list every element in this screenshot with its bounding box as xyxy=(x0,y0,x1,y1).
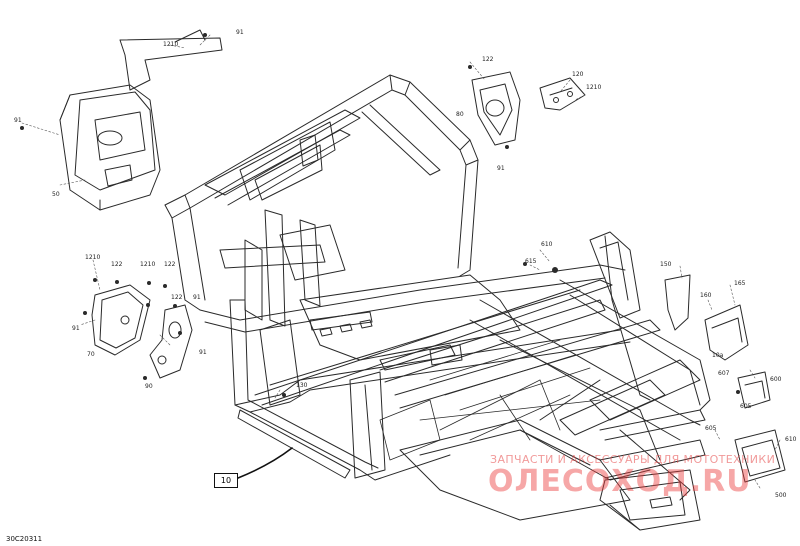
watermark-logo: ОЛЕСОХОД.RU xyxy=(488,464,752,499)
front-bumper xyxy=(399,419,706,531)
left-mount-plate xyxy=(91,284,193,379)
front-small-brackets xyxy=(734,371,786,483)
callout-label: 70 xyxy=(87,351,95,358)
cross-bracing xyxy=(379,339,601,461)
callout-label: 91 xyxy=(199,349,207,356)
side-rails xyxy=(254,279,661,479)
callout-label: 605 xyxy=(740,403,752,410)
front-frame-loop xyxy=(164,74,479,311)
callout-label: 165 xyxy=(734,280,746,287)
mid-uprights xyxy=(219,209,346,327)
callout-label: 150 xyxy=(660,261,672,268)
callout-label: 91 xyxy=(14,117,22,124)
upper-crossbars xyxy=(204,104,441,206)
front-structure xyxy=(469,231,711,501)
callout-label: 615 xyxy=(525,258,537,265)
callout-label: 1210 xyxy=(140,261,156,268)
callout-label: 50 xyxy=(52,191,60,198)
engine-mount-bracket xyxy=(471,71,586,146)
callout-label: 90 xyxy=(145,383,153,390)
callout-label: 500 xyxy=(775,492,787,499)
callout-label: 600 xyxy=(770,376,782,383)
frame-pointer-arc xyxy=(237,447,293,479)
callout-label: 91 xyxy=(497,165,505,172)
callout-label: 10a xyxy=(712,352,724,359)
callout-label: 130 xyxy=(296,382,308,389)
rear-seat-bracket xyxy=(59,29,223,211)
callout-label: 1210 xyxy=(586,84,602,91)
diagram-id: 30C20311 xyxy=(6,535,43,543)
callout-label: 160 xyxy=(700,292,712,299)
callout-label: 91 xyxy=(236,29,244,36)
watermark-tagline: ЗАПЧАСТИ И АКСЕССУАРЫ ДЛЯ МОТОТЕХНИКИ xyxy=(490,453,776,466)
fasteners xyxy=(20,33,740,397)
callout-label: 122 xyxy=(111,261,123,268)
callout-label: 122 xyxy=(482,56,494,63)
callout-label: 605 xyxy=(705,425,717,432)
frame-reference-box: 10 xyxy=(214,473,238,488)
callout-label: 610 xyxy=(541,241,553,248)
callout-label: 91 xyxy=(193,294,201,301)
floor-tunnel xyxy=(299,274,521,371)
callout-label: 91 xyxy=(72,325,80,332)
leader-lines xyxy=(21,34,781,489)
side-brackets xyxy=(664,274,749,361)
callout-label: 80 xyxy=(456,111,464,118)
callout-label: 122 xyxy=(164,261,176,268)
callout-label: 610 xyxy=(785,436,797,443)
callout-label: 607 xyxy=(718,370,730,377)
callout-label: 1210 xyxy=(163,41,179,48)
callout-label: 120 xyxy=(572,71,584,78)
callout-label: 122 xyxy=(171,294,183,301)
callout-label: 1210 xyxy=(85,254,101,261)
